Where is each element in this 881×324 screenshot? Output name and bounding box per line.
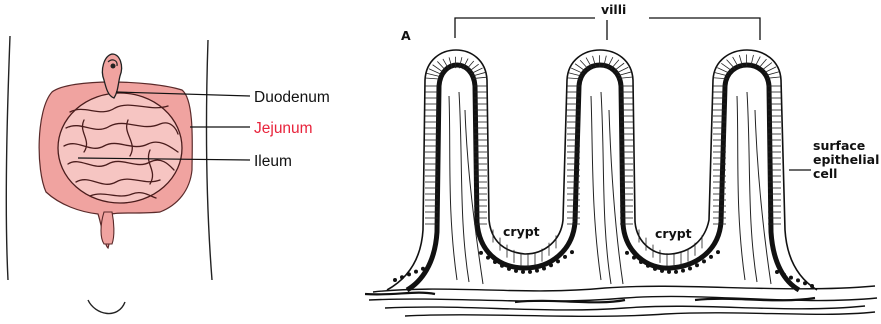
nucleus-dot (563, 255, 567, 259)
nucleus-dot (556, 259, 560, 263)
villi-label: villi (601, 2, 626, 17)
surface-label-line2: epithelial (813, 152, 879, 167)
nucleus-dot (716, 250, 720, 254)
epithelium-outer (387, 50, 817, 290)
nucleus-dot (639, 260, 643, 264)
columnar-cell-line (425, 78, 439, 79)
nucleus-dot (414, 270, 418, 274)
nucleus-dot (528, 270, 532, 274)
nucleus-dot (810, 284, 814, 288)
columnar-cell-line (717, 68, 729, 74)
nucleus-dot (393, 278, 397, 282)
nucleus-dot (803, 281, 807, 285)
jejunum-label: Jejunum (254, 120, 313, 137)
submucosa (365, 286, 877, 316)
nucleus-dot (688, 266, 692, 270)
nucleus-dot (486, 256, 490, 260)
nucleus-dot (549, 263, 553, 267)
surface-label-line1: surface (813, 138, 865, 153)
columnar-cell-line (714, 73, 727, 76)
nucleus-dot (542, 266, 546, 270)
columnar-cell-line (758, 59, 766, 68)
nucleus-dot (400, 275, 404, 279)
duodenum-label: Duodenum (254, 89, 330, 106)
nucleus-dot (789, 276, 793, 280)
columnar-cell-line (764, 67, 776, 73)
crypt-label-right: crypt (655, 226, 692, 241)
nucleus-dot (632, 256, 636, 260)
nucleus-dot (709, 255, 713, 259)
crypt-nuclei (393, 250, 814, 288)
nucleus-dot (407, 272, 411, 276)
nucleus-dot (695, 263, 699, 267)
villi-bracket (455, 18, 760, 40)
columnar-cell-line (426, 73, 439, 76)
nucleus-dot (500, 264, 504, 268)
villi-section-svg: A villi (365, 0, 881, 324)
nucleus-dot (625, 251, 629, 255)
columnar-cell-line (762, 63, 772, 71)
nucleus-dot (646, 264, 650, 268)
nucleus-dot (775, 270, 779, 274)
nucleus-dot (570, 250, 574, 254)
intestine-overview-svg: Duodenum Jejunum Ileum (0, 0, 365, 324)
nucleus-dot (507, 267, 511, 271)
rectum (101, 212, 114, 244)
nucleus-dot (660, 269, 664, 273)
columnar-cell-line (766, 72, 779, 76)
surface-label-line3: cell (813, 166, 837, 181)
nucleus-dot (674, 270, 678, 274)
nucleus-dot (702, 259, 706, 263)
nucleus-dot (514, 269, 518, 273)
nucleus-dot (535, 269, 539, 273)
crypt-label-left: crypt (503, 224, 540, 239)
nucleus-dot (479, 251, 483, 255)
nucleus-dot (681, 269, 685, 273)
intestine-overview-diagram: Duodenum Jejunum Ileum (0, 0, 365, 324)
nucleus-dot (421, 267, 425, 271)
nucleus-dot (521, 270, 525, 274)
nucleus-dot (493, 260, 497, 264)
nucleus-dot (796, 278, 800, 282)
villi-section-diagram: A villi (365, 0, 881, 324)
nucleus-dot (667, 270, 671, 274)
nucleus-dot (653, 267, 657, 271)
ileum-label: Ileum (254, 153, 292, 170)
villi (387, 50, 817, 290)
panel-letter: A (401, 28, 411, 43)
nucleus-dot (782, 273, 786, 277)
columnar-cell-line (721, 63, 732, 71)
